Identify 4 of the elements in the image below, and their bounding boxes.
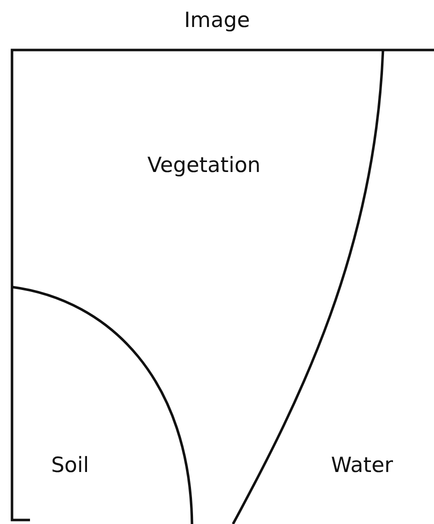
diagram-title: Image (183, 8, 251, 32)
region-label: Water (330, 453, 394, 477)
region-label: Soil (51, 453, 89, 477)
region-label: Vegetation (147, 153, 261, 177)
